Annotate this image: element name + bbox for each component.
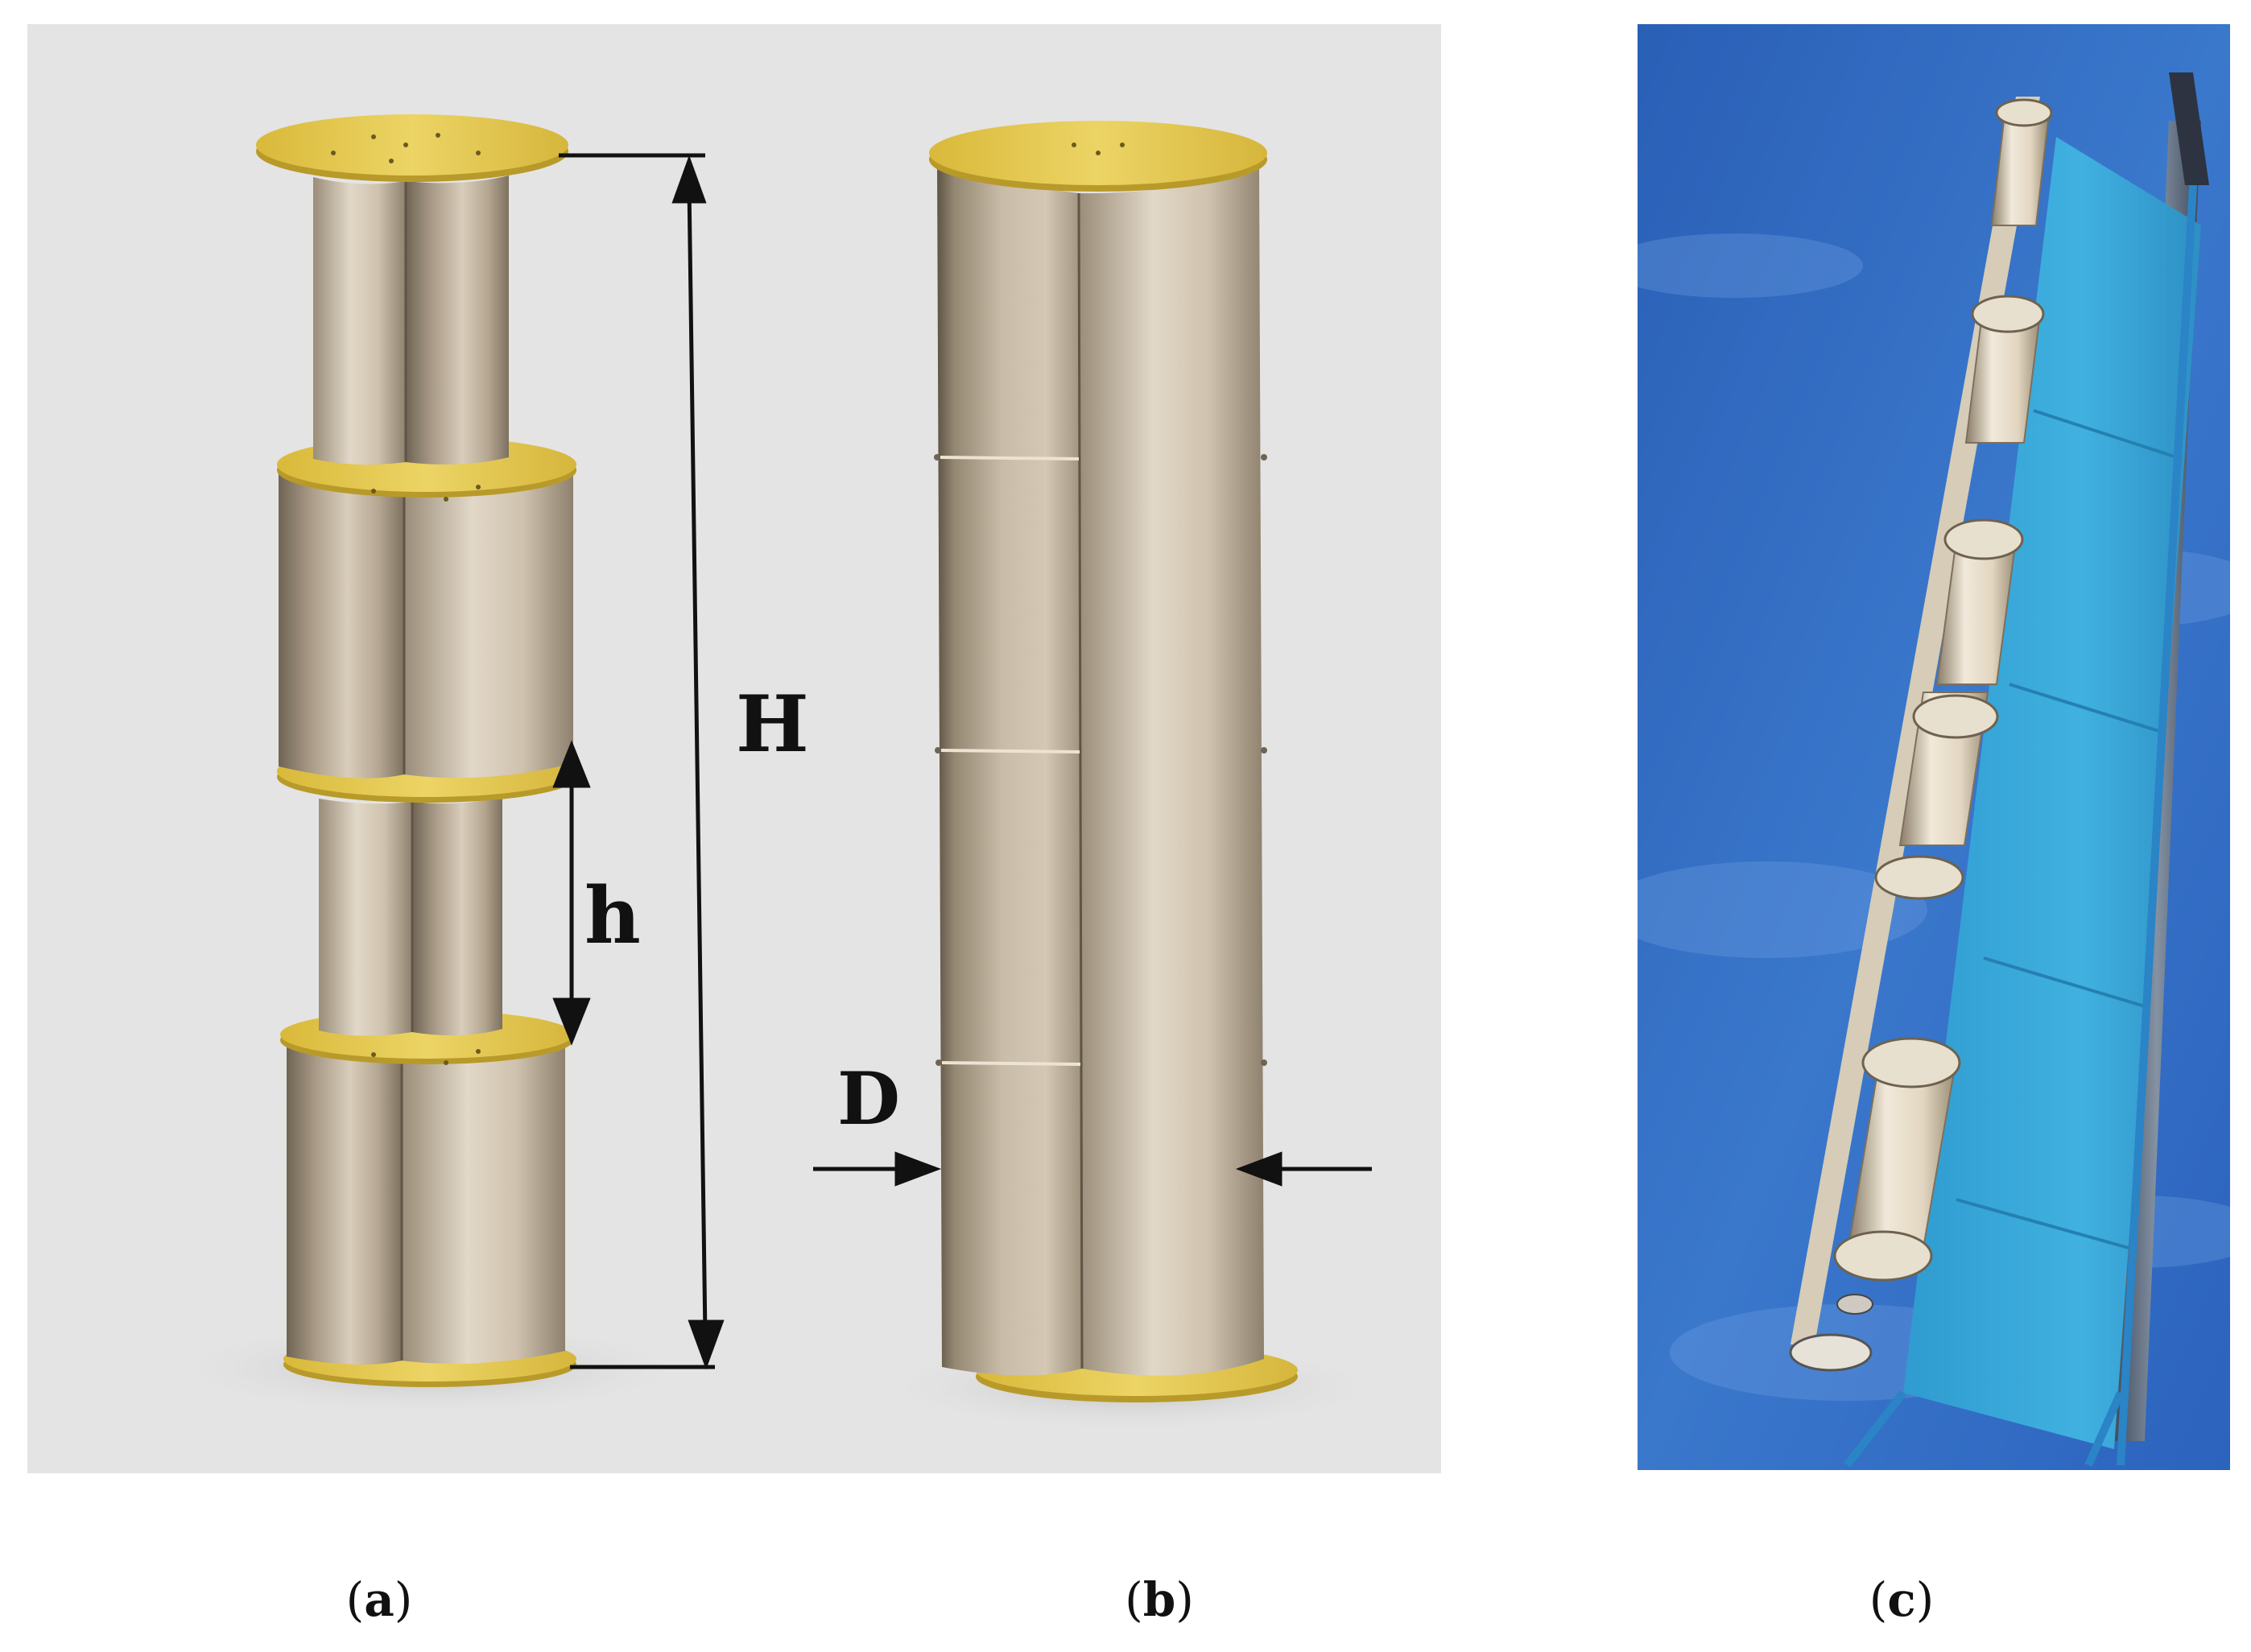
rotor-a-lower-blade-left xyxy=(287,1040,402,1365)
h-stage-bottom-arrowhead xyxy=(552,997,591,1046)
label-diameter: D xyxy=(837,1056,901,1142)
installation-photo-svg xyxy=(1638,24,2230,1470)
rotor-b-separators xyxy=(940,456,1081,1066)
caption-c-letter: c xyxy=(1887,1572,1916,1627)
top-bracket xyxy=(2169,72,2209,185)
h-total-top-arrowhead xyxy=(671,155,707,204)
rotor-a xyxy=(164,114,696,1417)
label-stage-height: h xyxy=(584,870,641,961)
rotor-b-blade-left xyxy=(937,159,1082,1376)
rotor-a-neck-upper-right xyxy=(406,176,509,465)
caption-a-letter: a xyxy=(364,1572,394,1627)
caption-a: (a) xyxy=(345,1572,413,1627)
caption-b: (b) xyxy=(1125,1572,1194,1627)
caption-b-letter: b xyxy=(1142,1572,1176,1627)
rotor-a-upper-blade-left xyxy=(279,471,404,779)
rotor-renders-svg xyxy=(164,114,1388,1433)
rotor-b-separator-studs xyxy=(934,454,1267,1066)
rotor-b-blade-seam xyxy=(1077,192,1084,1369)
front-rotor-column xyxy=(1789,97,2053,1372)
rotor-a-upper-blade-right xyxy=(404,469,573,779)
rotor-b-bolt-holes xyxy=(1072,142,1125,155)
rotor-a-neck-upper-left xyxy=(313,177,406,465)
installation-photo-panel xyxy=(1638,24,2230,1470)
rotor-b xyxy=(873,121,1388,1433)
rotor-a-top-plate xyxy=(256,114,568,176)
solar-panel-dividers xyxy=(1956,409,2183,1249)
steel-frame xyxy=(1844,184,2197,1468)
solar-panel-strip xyxy=(1903,137,2201,1449)
rotor-a-neck-lower-right xyxy=(412,797,502,1036)
rotor-a-bolt-holes xyxy=(331,133,481,1065)
h-total-dimension-line xyxy=(687,184,708,1337)
base-bearing xyxy=(1789,1333,1873,1372)
rotor-renders-panel: H h D xyxy=(27,24,1441,1473)
caption-c: (c) xyxy=(1869,1572,1935,1627)
rotor-a-neck-lower-left xyxy=(319,799,412,1036)
rotor-b-blade-right xyxy=(1079,166,1264,1376)
d-left-arrowhead xyxy=(894,1151,942,1187)
rotor-a-lower-blade-right xyxy=(402,1037,565,1364)
dimension-annotations xyxy=(552,153,1372,1370)
h-stage-top-arrowhead xyxy=(552,740,591,788)
h-total-bottom-arrowhead xyxy=(688,1320,725,1370)
label-total-height: H xyxy=(736,679,809,770)
